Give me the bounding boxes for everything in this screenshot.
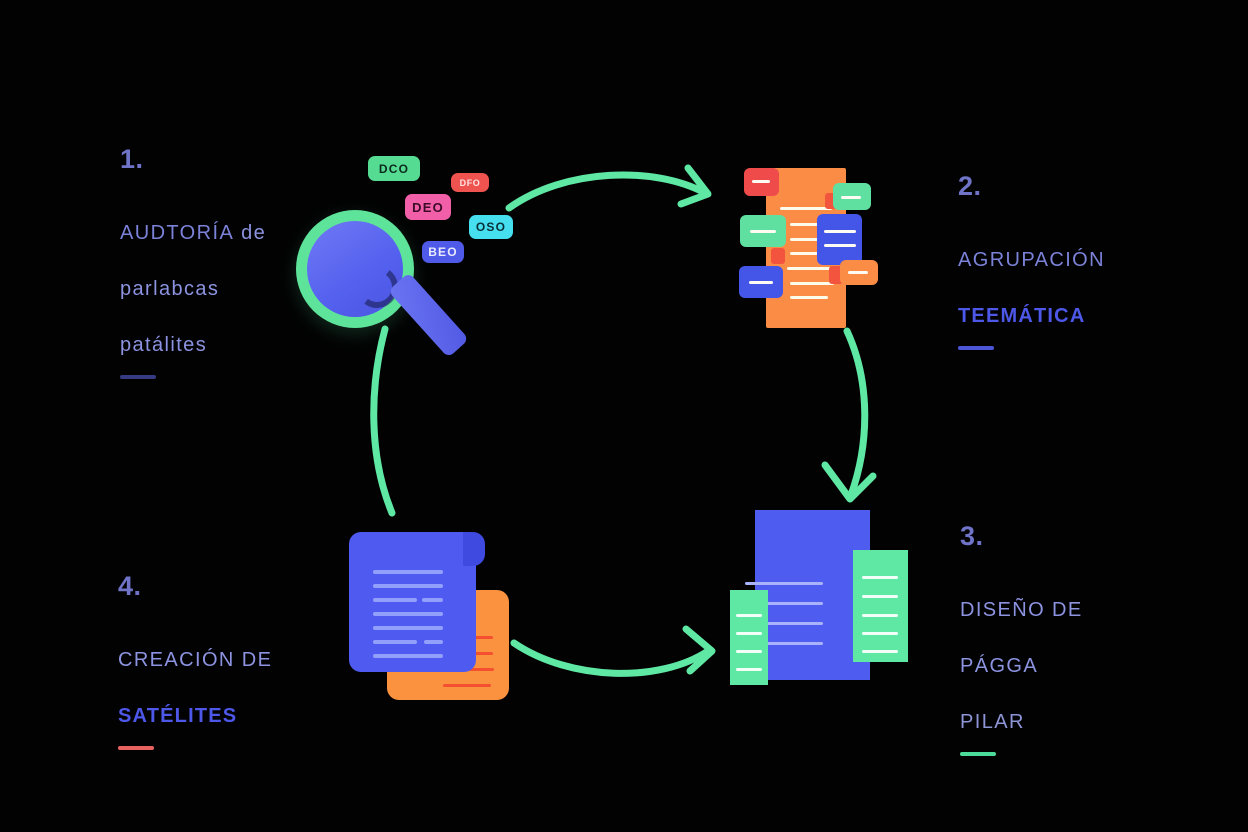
pillar-side-line <box>862 614 898 617</box>
grouping-red-chip <box>829 266 843 284</box>
step-2-title: AGRUPACIÓN TEEMÁTICA <box>958 218 1208 330</box>
step-3-text-block: 3. DISEÑO DE PÁGGA PILAR <box>960 523 1210 756</box>
step-3-underline <box>960 752 996 756</box>
step-2-text-block: 2. AGRUPACIÓN TEEMÁTICA <box>958 173 1208 350</box>
arrow-step4-to-step1 <box>370 325 396 517</box>
pillar-page-icon <box>725 510 920 690</box>
magnifying-glass-icon: DCO DFO DEO OSO BEO <box>296 148 526 363</box>
step-4-title-line2: SATÉLITES <box>118 705 238 727</box>
pillar-main-line <box>745 622 823 625</box>
pillar-main-line <box>745 582 823 585</box>
grouping-page-line <box>780 207 832 210</box>
step-2-title-line1: AGRUPACIÓN <box>958 249 1105 271</box>
card-dash <box>750 230 776 233</box>
arrow-step2-to-step3 <box>821 327 877 503</box>
satellite-front-line <box>373 598 417 602</box>
satellite-documents-icon <box>345 528 520 703</box>
pillar-main-page <box>755 510 870 680</box>
pillar-main-line <box>745 602 823 605</box>
step-4-title-line1: CREACIÓN DE <box>118 649 273 671</box>
step-4-number: 4. <box>118 571 142 601</box>
step-4-title: CREACIÓN DE SATÉLITES <box>118 618 368 730</box>
step-1-title-line3: patálites <box>120 334 208 356</box>
satellite-front-line <box>373 640 417 644</box>
card-dash <box>848 271 868 274</box>
step-3-title-line3: PILAR <box>960 711 1025 733</box>
satellite-front-document <box>349 532 476 672</box>
keyword-tag-dco: DCO <box>368 156 420 181</box>
keyword-tag-dfo: DFO <box>451 173 489 192</box>
card-dash <box>749 281 773 284</box>
step-1-text-block: 1. AUDTORÍA de parlabcas patálites <box>120 146 350 379</box>
satellite-front-line <box>373 654 443 658</box>
grouping-page-line <box>790 223 836 226</box>
pillar-side-line <box>862 595 898 598</box>
pillar-side-right <box>853 550 908 662</box>
satellite-page-curl <box>463 532 485 566</box>
step-3-number: 3. <box>960 521 984 551</box>
step-1-number: 1. <box>120 144 144 174</box>
satellite-front-line <box>373 570 443 574</box>
step-1-title-line1-emphasis: AUDTORÍA <box>120 222 235 244</box>
grouping-card-red <box>744 168 779 196</box>
step-3-title-line2: PÁGGA <box>960 655 1039 677</box>
grouped-cards-icon <box>735 160 895 340</box>
step-2-underline <box>958 346 994 350</box>
grouping-card-blue-left <box>739 266 783 298</box>
grouping-card-blue-right <box>817 214 862 265</box>
satellite-front-line <box>373 626 443 630</box>
step-1-underline <box>120 375 156 379</box>
satellite-front-line <box>422 598 443 602</box>
card-dash <box>752 180 770 183</box>
card-dash <box>824 230 856 233</box>
pillar-side-line <box>736 632 762 635</box>
grouping-page-line <box>790 252 834 255</box>
step-1-title-line2: parlabcas <box>120 278 220 300</box>
grouping-card-orange <box>840 260 878 285</box>
pillar-side-line <box>736 668 762 671</box>
step-2-number: 2. <box>958 171 982 201</box>
grouping-page-line <box>790 238 838 241</box>
grouping-card-green-top <box>833 183 871 210</box>
step-3-title-line1: DISEÑO DE <box>960 599 1083 621</box>
grouping-card-green-left <box>740 215 786 247</box>
arrow-step4-to-step3 <box>510 625 716 677</box>
keyword-tag-oso: OSO <box>469 215 513 239</box>
grouping-red-chip <box>771 248 785 264</box>
satellite-front-line <box>373 612 443 616</box>
step-4-underline <box>118 746 154 750</box>
card-dash <box>824 244 856 247</box>
step-3-title: DISEÑO DE PÁGGA PILAR <box>960 568 1210 736</box>
satellite-front-line <box>424 640 443 644</box>
pillar-side-line <box>862 632 898 635</box>
pillar-side-line <box>736 614 762 617</box>
pillar-side-line <box>736 650 762 653</box>
keyword-tag-deo: DEO <box>405 194 451 220</box>
step-4-text-block: 4. CREACIÓN DE SATÉLITES <box>118 573 368 750</box>
step-2-title-line2: TEEMÁTICA <box>958 305 1086 327</box>
step-1-title-line1-rest: de <box>234 222 267 244</box>
grouping-page-line <box>790 296 828 299</box>
satellite-front-line <box>373 584 443 588</box>
grouping-page-line <box>790 282 834 285</box>
arrow-step1-to-step2 <box>505 164 712 212</box>
satellite-back-line <box>450 668 494 671</box>
keyword-tag-beo: BEO <box>422 241 464 263</box>
pillar-side-line <box>862 650 898 653</box>
grouping-page-line <box>787 267 837 270</box>
card-dash <box>841 196 861 199</box>
pillar-side-line <box>862 576 898 579</box>
magnifier-lens <box>307 221 403 317</box>
satellite-back-line <box>443 684 491 687</box>
step-1-title: AUDTORÍA de parlabcas patálites <box>120 191 350 359</box>
pillar-main-line <box>745 642 823 645</box>
